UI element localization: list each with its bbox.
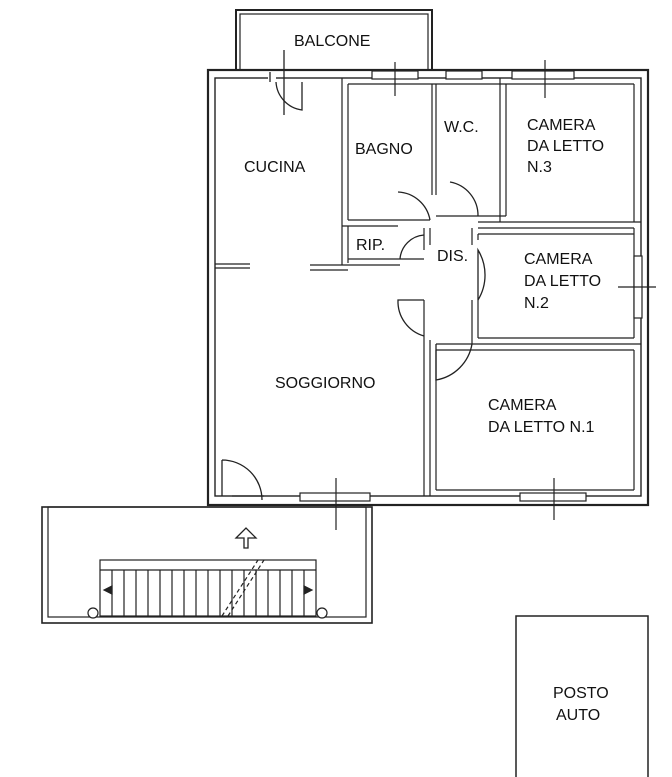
label-wc: W.C.	[444, 119, 479, 136]
stair-landing	[41, 506, 373, 624]
label-balcone: BALCONE	[294, 33, 370, 50]
label-posto-auto-line2: AUTO	[556, 707, 600, 724]
label-bagno: BAGNO	[355, 141, 413, 158]
staircase	[87, 559, 328, 619]
room-labels: BALCONE CUCINA BAGNO W.C. CAMERA DA LETT…	[244, 33, 609, 724]
label-camera1-line2: DA LETTO N.1	[488, 419, 595, 436]
label-rip: RIP.	[356, 237, 385, 254]
label-camera1-line1: CAMERA	[488, 397, 557, 414]
label-camera2-line3: N.2	[524, 295, 549, 312]
label-posto-auto-line1: POSTO	[553, 685, 609, 702]
windows	[299, 60, 656, 530]
parking-space	[515, 615, 649, 777]
label-camera2-line1: CAMERA	[524, 251, 593, 268]
label-camera3-line2: DA LETTO	[527, 138, 604, 155]
doors	[221, 50, 486, 501]
label-camera3-line3: N.3	[527, 159, 552, 176]
label-soggiorno: SOGGIORNO	[275, 375, 375, 392]
label-camera3-line1: CAMERA	[527, 117, 596, 134]
label-camera2-line2: DA LETTO	[524, 273, 601, 290]
label-cucina: CUCINA	[244, 159, 306, 176]
label-dis: DIS.	[437, 248, 468, 265]
